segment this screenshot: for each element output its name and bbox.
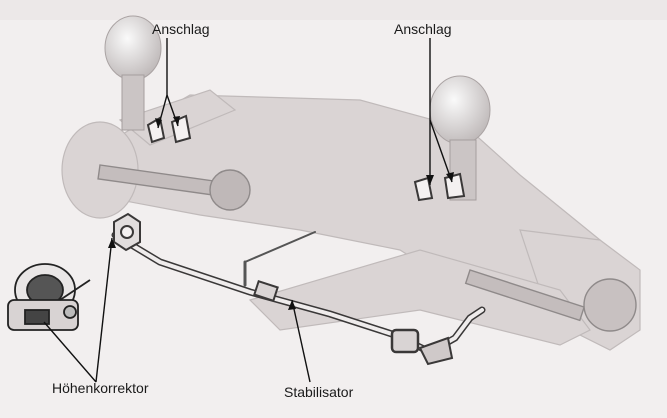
label-anschlag-right: Anschlag [394, 21, 452, 37]
stabilizer-bar [111, 231, 486, 366]
top-band [0, 0, 667, 20]
height-corrector-bracket [113, 212, 141, 252]
left-driveshaft [97, 164, 251, 211]
label-stabilisator: Stabilisator [284, 384, 354, 400]
label-anschlag-left: Anschlag [152, 21, 210, 37]
chassis-ghost [61, 89, 641, 351]
label-hoehenkorrektor: Höhenkorrektor [52, 380, 149, 396]
leader-lines [43, 38, 453, 383]
height-corrector-detail [7, 263, 91, 331]
left-strut [104, 15, 162, 131]
right-driveshaft [464, 269, 637, 332]
bump-stop-right [413, 172, 466, 202]
leader-arrowheads [108, 116, 454, 310]
